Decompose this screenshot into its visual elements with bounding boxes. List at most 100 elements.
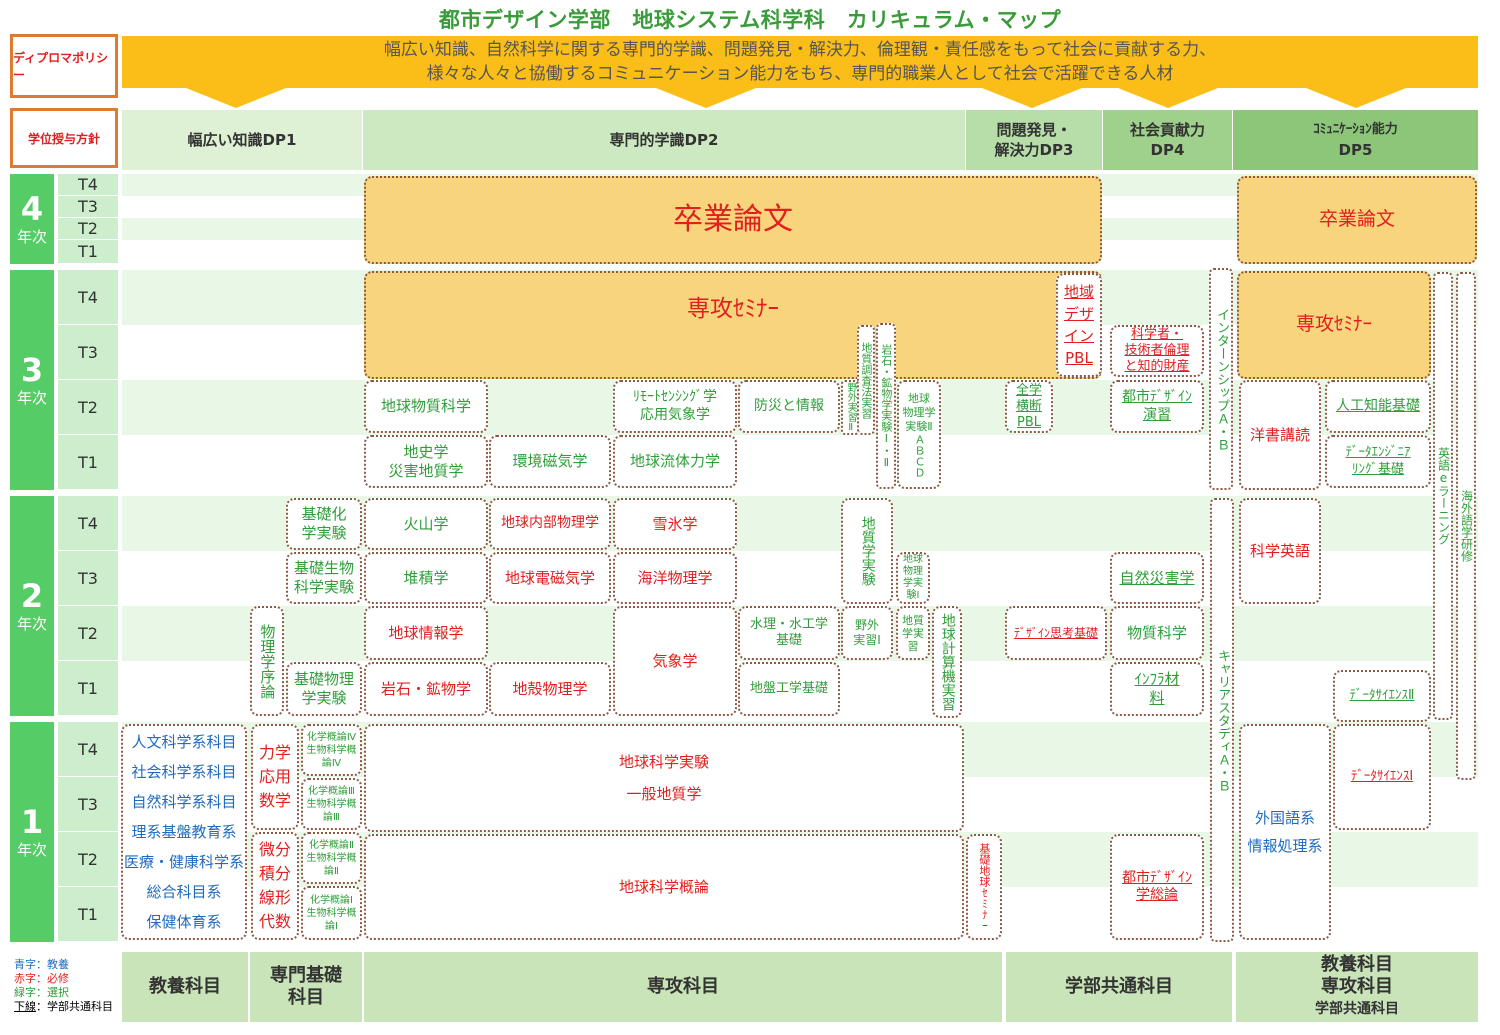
snow-ice: 雪氷学 [613,498,737,550]
term-cell: T4 [58,270,118,325]
diploma-policy-text: 幅広い知識、自然科学に関する専門的学識、問題発見・解決力、倫理観・責任感をもって… [122,36,1478,88]
earth-interior-physics: 地球内部物理学 [489,498,611,550]
geotechnical-basics: 地盤工学基礎 [738,662,840,716]
earth-science-exp: 地球科学実験一般地質学 [364,724,964,832]
liberal-arts-courses: 人文科学系科目社会科学系科目自然科学系科目理系基盤教育系医療・健康科学系総合科目… [121,724,247,940]
arrow-down-icon [1306,88,1406,108]
dp2-header: 専門的学識DP2 [363,110,965,170]
geophysical-fluid: 地球流体力学 [613,435,737,488]
term-cell: T3 [58,551,118,606]
environmental-magnetism: 環境磁気学 [489,435,611,488]
footer-faculty: 学部共通科目 [1006,952,1232,1022]
overseas-language-study: 海外語学研修 [1456,272,1476,780]
basic-earth-seminar: 基礎地球ｾﾐﾅｰ [966,834,1002,940]
term-cell: T1 [58,887,118,942]
term-cell: T3 [58,196,118,218]
term-cell: T4 [58,722,118,777]
remote-sensing: ﾘﾓｰﾄｾﾝｼﾝｸﾞ学応用気象学 [613,380,737,433]
geology-practice: 地質学実習 [896,606,930,660]
degree-policy-label: 学位授与方針 [10,108,118,168]
diploma-policy-label: ディプロマポリシー [10,34,118,98]
term-cell: T1 [58,661,118,716]
legend-red: 赤字：必修 [14,972,69,985]
career-study: キャリアスタディＡ・Ｂ [1210,498,1234,942]
geo-informatics: 地球情報学 [364,606,488,660]
arrow-down-icon [1118,88,1218,108]
dp1-header: 幅広い知識DP1 [122,110,362,170]
calculus-linear-algebra: 微分積分線形代数 [251,832,299,940]
term-cell: T3 [58,325,118,380]
legend-underline: 下線：学部共通科目 [14,1000,113,1013]
field-practice-2: 野外実習Ⅱ [841,380,859,435]
geo-computing: 地球計算機実習 [932,606,962,718]
basic-bio-exp: 基礎生物科学実験 [286,552,362,604]
major-seminar: 専攻ｾﾐﾅｰ [364,271,1102,379]
arrow-down-icon [982,88,1082,108]
science-english: 科学英語 [1239,498,1321,604]
crust-physics: 地殻物理学 [489,662,611,716]
disaster-info: 防災と情報 [738,380,840,433]
basic-physics-exp: 基礎物理学実験 [286,662,362,716]
term-cell: T2 [58,832,118,887]
data-science-1: ﾃﾞｰﾀｻｲｴﾝｽⅠ [1333,724,1431,830]
page-title: 都市デザイン学部 地球システム科学科 カリキュラム・マップ [438,8,1062,32]
internship: インターンシップＡ・Ｂ [1209,268,1233,490]
rock-mineralogy: 岩石・鉱物学 [364,662,488,716]
historical-geology: 地史学災害地質学 [364,435,488,488]
dp3-header: 問題発見・解決力DP3 [966,110,1102,170]
basic-chem-exp: 基礎化学実験 [286,498,362,550]
major-seminar-dp5: 専攻ｾﾐﾅｰ [1237,271,1431,379]
legend: 青字：教養 赤字：必修 緑字：選択 下線：学部共通科目 [14,958,120,1014]
term-cell: T2 [58,380,118,435]
mechanics-applied-math: 力学応用数学 [251,724,299,830]
legend-green: 緑字：選択 [14,986,69,999]
footer-major: 専攻科目 [364,952,1002,1022]
term-cell: T4 [58,174,118,196]
term-cell: T1 [58,435,118,490]
ai-basics: 人工知能基礎 [1325,380,1431,433]
graduation-thesis: 卒業論文 [364,176,1102,264]
foreign-books: 洋書講読 [1239,380,1321,490]
urban-design-intro: 都市ﾃﾞｻﾞｲﾝ学総論 [1110,834,1204,940]
earth-science-intro: 地球科学概論 [364,834,964,940]
design-thinking: ﾃﾞｻﾞｲﾝ思考基礎 [1005,606,1107,660]
term-cell: T3 [58,777,118,832]
material-science: 物質科学 [1110,606,1204,660]
term-cell: T2 [58,218,118,240]
foreign-lang-info: 外国語系情報処理系 [1239,724,1331,940]
ocean-physics: 海洋物理学 [613,552,737,604]
infrastructure-materials: ｲﾝﾌﾗ材料 [1110,662,1204,716]
rock-mineral-exp: 岩石・鉱物学実験Ⅰ・Ⅱ [876,323,896,489]
urban-design-exercise: 都市ﾃﾞｻﾞｲﾝ演習 [1110,380,1204,433]
geophysics-exp-1: 地球物理学実験Ⅰ [896,552,930,604]
data-engineering-basics: ﾃﾞｰﾀｴﾝｼﾞﾆｱﾘﾝｸﾞ基礎 [1325,435,1431,488]
hydraulics-basics: 水理・水工学基礎 [738,606,840,660]
arrow-down-icon [656,88,756,108]
data-science-2: ﾃﾞｰﾀｻｲｴﾝｽⅡ [1333,670,1431,722]
footer-dp5: 教養科目専攻科目学部共通科目 [1236,952,1478,1022]
arrow-down-icon [186,88,286,108]
footer-liberal: 教養科目 [122,952,248,1022]
physics-intro: 物理学序論 [250,606,284,716]
dp-text-line1: 幅広い知識、自然科学に関する専門的学識、問題発見・解決力、倫理観・責任感をもって… [383,40,1217,60]
term-cell: T2 [58,606,118,661]
meteorology: 気象学 [613,606,737,716]
geoelectromagnetism: 地球電磁気学 [489,552,611,604]
field-practice-1: 野外実習Ⅰ [841,606,893,660]
natural-disaster: 自然災害学 [1110,552,1204,604]
sedimentology: 堆積学 [364,552,488,604]
legend-blue: 青字：教養 [14,958,69,971]
volcanology: 火山学 [364,498,488,550]
